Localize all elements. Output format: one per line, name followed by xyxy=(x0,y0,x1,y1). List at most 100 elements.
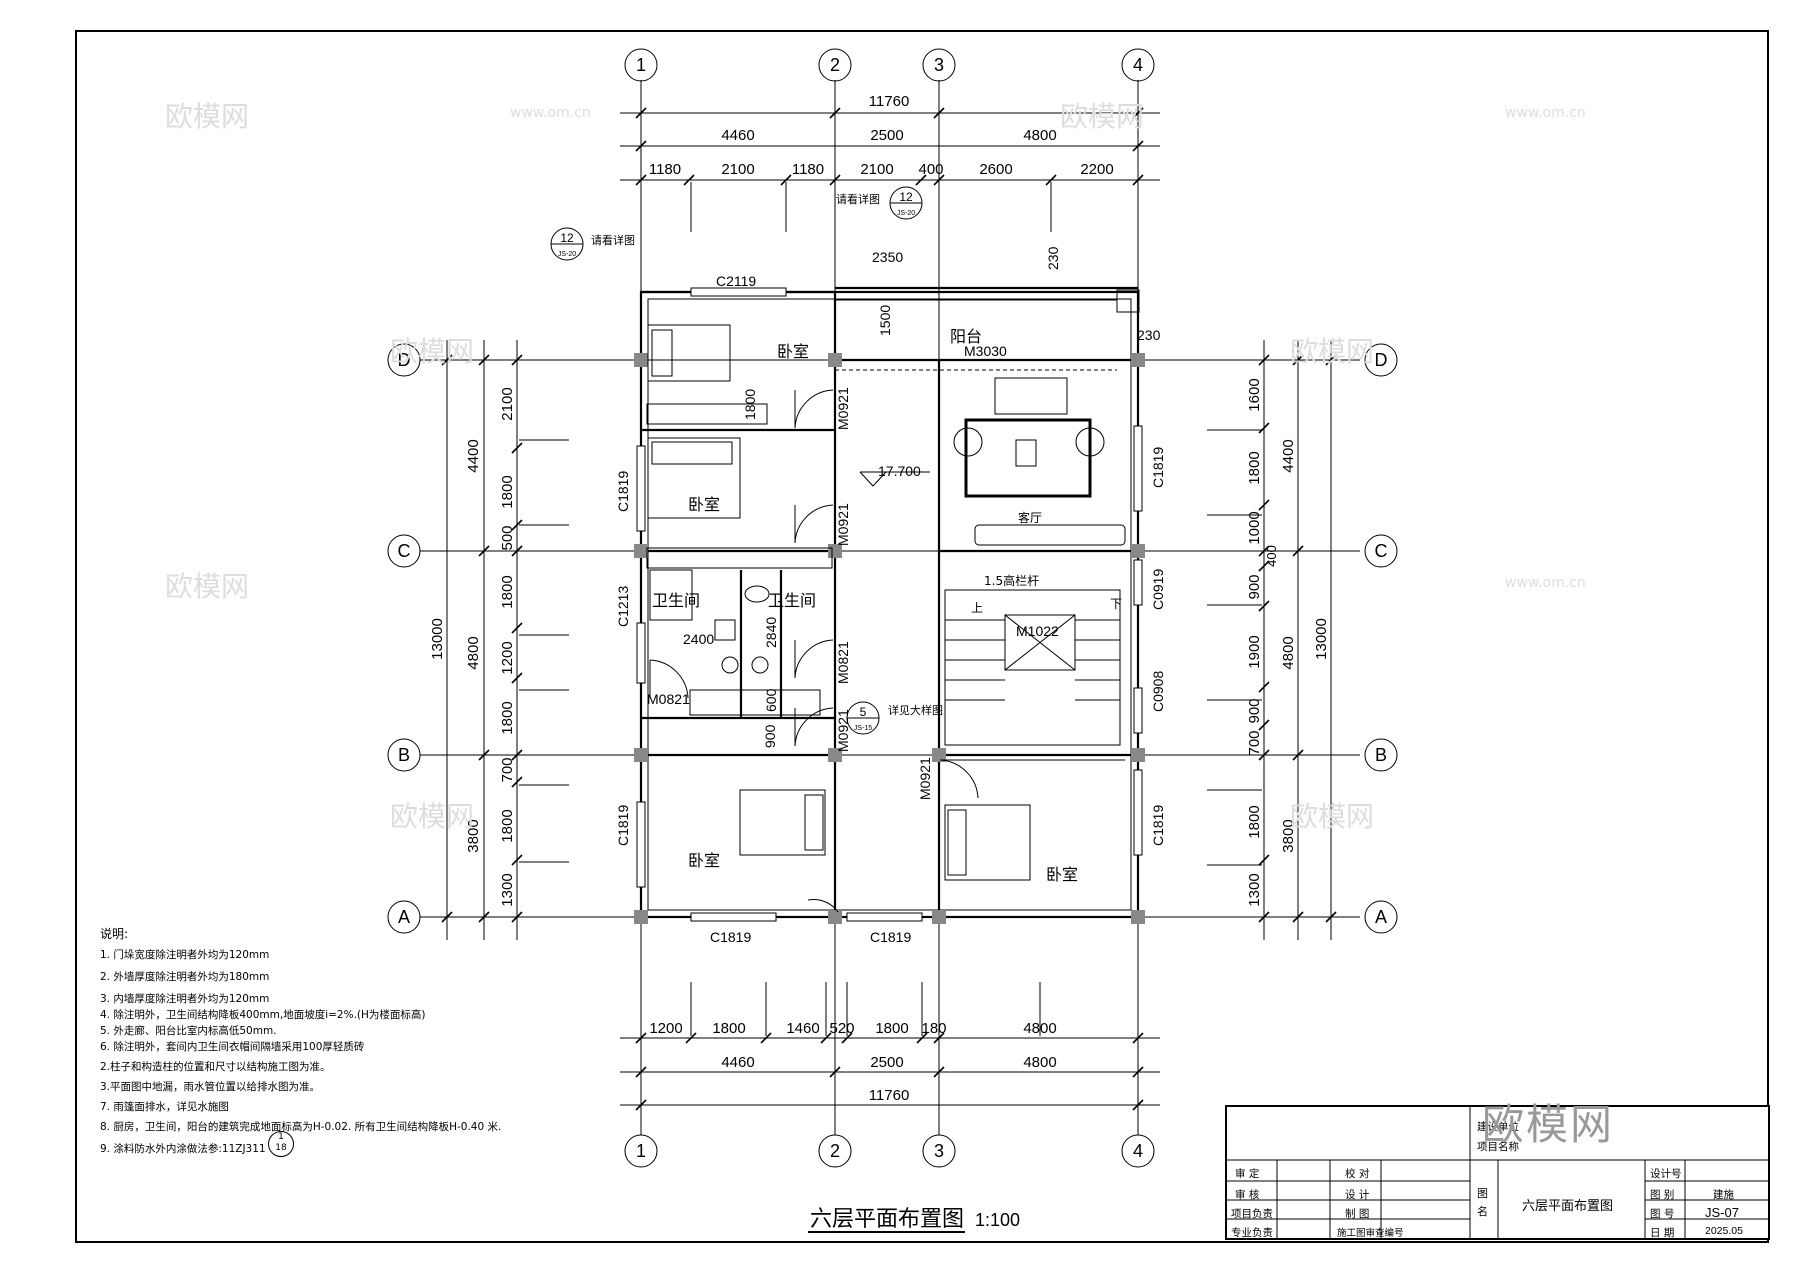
dim-left-l2-0: 4400 xyxy=(465,439,482,472)
axis-bubble-2-top xyxy=(818,48,852,82)
axis-label-4-top: 4 xyxy=(1133,55,1143,75)
drawing-scale: 1:100 xyxy=(975,1210,1020,1230)
dim-bottom-l1-3: 520 xyxy=(829,1020,854,1037)
axis-bubble-b-right xyxy=(1364,738,1398,772)
dim-right-l3-4: 900 xyxy=(1246,574,1263,599)
tb-drawing-name-label: 图 名 xyxy=(1477,1187,1488,1218)
tb-discipline-lead: 专业负责 xyxy=(1231,1227,1273,1239)
callout-js15: JS-15 xyxy=(854,725,872,732)
dim-left-l3-6: 700 xyxy=(499,757,516,782)
axis-bubble-d-right xyxy=(1364,343,1398,377)
axis-label-4-bottom: 4 xyxy=(1133,1141,1143,1161)
tb-category: 建施 xyxy=(1713,1189,1734,1201)
axis-bubble-a-right xyxy=(1364,900,1398,934)
callout-js20-left: JS-20 xyxy=(558,251,576,258)
tb-category-label: 图 别 xyxy=(1650,1189,1675,1201)
door-m3030: M3030 xyxy=(964,343,1007,359)
tb-number-label: 图 号 xyxy=(1650,1208,1675,1220)
window-c1819-bottom-left: C1819 xyxy=(710,929,751,945)
dim-top-l3-1: 2100 xyxy=(721,161,754,178)
window-c1819-left-upper: C1819 xyxy=(615,471,631,512)
window-c0908: C0908 xyxy=(1150,671,1166,712)
door-m0821-right: M0821 xyxy=(835,641,851,684)
dim-left-l3-2: 500 xyxy=(499,525,516,550)
dim-left-l3-1: 1800 xyxy=(499,475,516,508)
room-bedroom-top: 卧室 xyxy=(777,342,809,361)
note-item: 7. 雨篷面排水，详见水施图 xyxy=(100,1101,229,1113)
dim-bottom-l1-5: 180 xyxy=(921,1020,946,1037)
room-balcony: 阳台 xyxy=(950,327,982,346)
dim-left-l2-2: 3800 xyxy=(465,819,482,852)
window-c1819-right-upper: C1819 xyxy=(1150,447,1166,488)
dim-top-l3-6: 2200 xyxy=(1080,161,1113,178)
axis-label-1-bottom: 1 xyxy=(636,1141,646,1161)
door-m0821-left: M0821 xyxy=(647,691,690,707)
room-living: 客厅 xyxy=(1018,510,1042,525)
dim-left-l3-0: 2100 xyxy=(499,387,516,420)
tb-design: 设 计 xyxy=(1345,1189,1370,1201)
watermark-logo: 欧模网 xyxy=(165,100,250,133)
dim-600: 600 xyxy=(763,688,779,712)
tb-permit-no: 施工图审查编号 xyxy=(1337,1228,1404,1239)
axis-label-b-right: B xyxy=(1375,745,1387,765)
tb-check: 校 对 xyxy=(1345,1168,1370,1180)
dim-900: 900 xyxy=(762,724,778,748)
axis-label-c-left: C xyxy=(398,541,411,561)
dim-right-l3-6: 900 xyxy=(1246,698,1263,723)
see-detail-top: 请看详图 xyxy=(836,192,880,206)
tb-project: 项目名称 xyxy=(1477,1141,1519,1153)
room-bathroom-left: 卫生间 xyxy=(652,591,700,610)
axis-label-d-left: D xyxy=(398,350,411,370)
dim-top-l2-1: 2500 xyxy=(870,127,903,144)
tb-review: 审 核 xyxy=(1235,1189,1260,1201)
axis-bubble-d-left xyxy=(387,343,421,377)
dim-230-top: 230 xyxy=(1045,246,1061,270)
axis-bubble-4-bottom xyxy=(1121,1134,1155,1168)
dim-right-l2-2: 3800 xyxy=(1280,819,1297,852)
dim-left-l3-4: 1200 xyxy=(499,641,516,674)
dim-1500: 1500 xyxy=(877,305,893,336)
watermark-url: www.om.cn xyxy=(1505,105,1586,121)
tb-design-no: 设计号 xyxy=(1650,1168,1682,1180)
watermark-url: www.om.cn xyxy=(510,105,591,121)
note-item: 1. 门垛宽度除注明者外均为120mm xyxy=(100,949,270,961)
door-m0921-4: M0921 xyxy=(917,757,933,800)
callout-5: 5 xyxy=(860,705,867,719)
dim-right-overall: 13000 xyxy=(1313,618,1330,660)
note-item: 2.柱子和构造柱的位置和尺寸以结构施工图为准。 xyxy=(100,1061,331,1073)
axis-label-1-top: 1 xyxy=(636,55,646,75)
stair-down-label: 下 xyxy=(1110,597,1122,611)
watermark-url: www.om.cn xyxy=(1505,575,1586,591)
tb-date-label: 日 期 xyxy=(1650,1227,1675,1239)
room-bedroom-lower-left: 卧室 xyxy=(688,851,720,870)
window-c2119: C2119 xyxy=(716,273,756,289)
door-m0921-1: M0921 xyxy=(835,387,851,430)
note-item: 3. 内墙厚度除注明者外均为120mm xyxy=(100,993,270,1005)
dim-bottom-l1-2: 1460 xyxy=(786,1020,819,1037)
room-bathroom-right: 卫生间 xyxy=(768,591,816,610)
note-item: 8. 厨房，卫生间，阳台的建筑完成地面标高为H-0.02. 所有卫生间结构降板H… xyxy=(100,1121,502,1133)
dim-top-l3-3: 2100 xyxy=(860,161,893,178)
tb-draw: 制 图 xyxy=(1345,1208,1370,1220)
dim-2400: 2400 xyxy=(683,631,714,647)
tb-approve: 审 定 xyxy=(1235,1168,1260,1180)
door-m1022: M1022 xyxy=(1016,623,1059,639)
callout-12-top: 12 xyxy=(899,190,913,204)
axis-bubble-b-left xyxy=(387,738,421,772)
axis-label-a-left: A xyxy=(398,907,410,927)
dim-right-l2-0: 4400 xyxy=(1280,439,1297,472)
dim-left-l3-7: 1800 xyxy=(499,809,516,842)
dim-bottom-l1-6: 4800 xyxy=(1023,1020,1056,1037)
room-bedroom-upper-left: 卧室 xyxy=(688,495,720,514)
watermark-logo: 欧模网 xyxy=(1060,100,1145,133)
axis-bubble-2-bottom xyxy=(818,1134,852,1168)
watermark-logo: 欧模网 xyxy=(1290,800,1375,833)
axis-bubble-3-bottom xyxy=(922,1134,956,1168)
dim-top-l2-2: 4800 xyxy=(1023,127,1056,144)
callout-12-left: 12 xyxy=(560,231,574,245)
callout-js20-top: JS-20 xyxy=(897,210,915,217)
notes-heading: 说明: xyxy=(100,927,129,941)
